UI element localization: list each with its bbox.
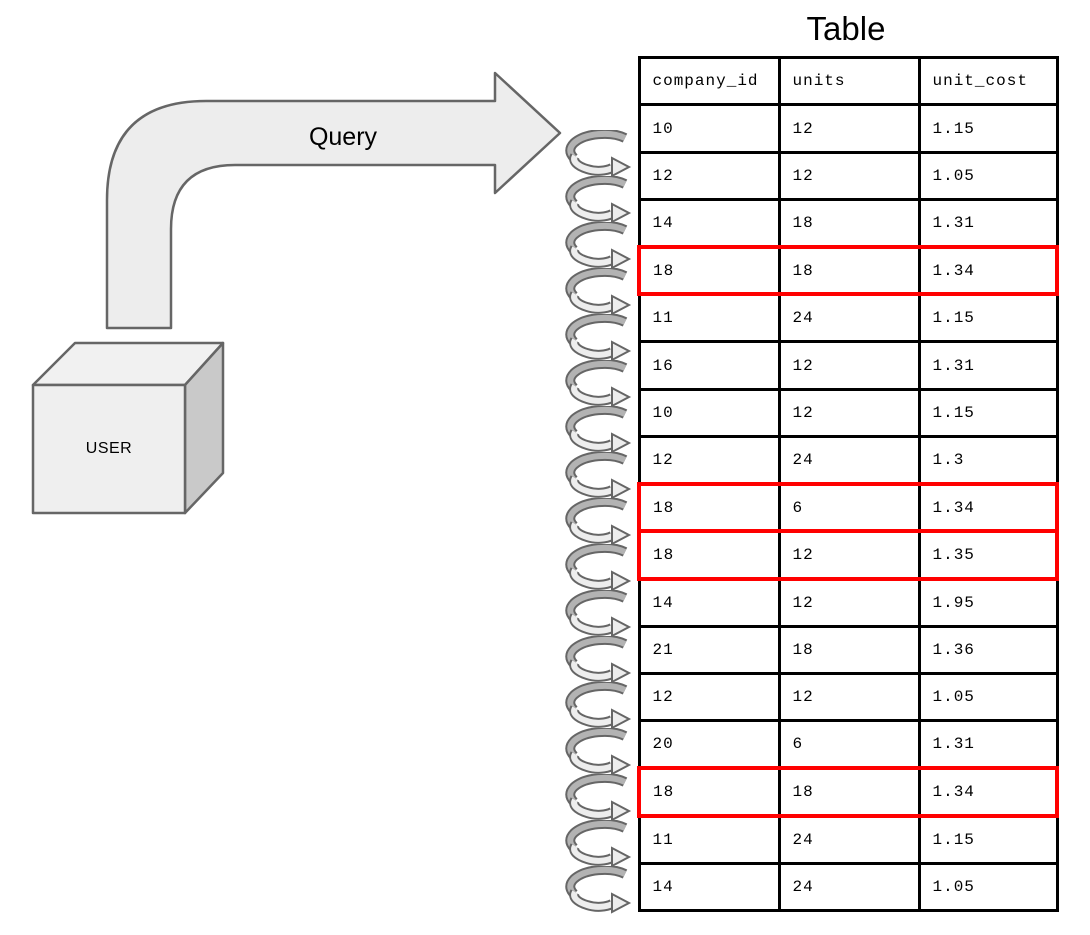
table-cell: 18 xyxy=(777,245,921,297)
loop-arrow-icon xyxy=(565,360,632,408)
table-cell: 11 xyxy=(637,292,781,344)
table-cell: 14 xyxy=(637,861,781,913)
table-cell: 1.36 xyxy=(917,624,1059,676)
table-cell: 12 xyxy=(777,672,921,723)
table-header-unit-cost: unit_cost xyxy=(917,55,1059,107)
table-cell: 1.31 xyxy=(917,198,1059,249)
loop-arrow-icon xyxy=(565,130,632,178)
table-cell: 1.05 xyxy=(917,672,1059,723)
loop-arrow-icon xyxy=(565,544,632,592)
table-cell: 1.31 xyxy=(917,719,1059,770)
table-cell: 24 xyxy=(777,861,921,913)
user-box-front-face xyxy=(31,383,187,515)
loop-arrow-icon xyxy=(565,314,632,362)
table-cell: 12 xyxy=(637,150,781,202)
query-arrow-label: Query xyxy=(308,123,378,151)
table-cell: 12 xyxy=(777,529,921,581)
table-cell: 1.15 xyxy=(917,292,1059,344)
loop-arrow-icon xyxy=(565,774,632,822)
table-title: Table xyxy=(806,10,886,47)
table-cell: 14 xyxy=(637,577,781,628)
table-cell: 1.3 xyxy=(917,435,1059,486)
table-cell: 1.31 xyxy=(917,340,1059,391)
table-cell: 1.15 xyxy=(917,387,1059,439)
loop-arrow-icon xyxy=(565,176,632,224)
table-cell: 6 xyxy=(777,481,921,534)
table-cell: 1.95 xyxy=(917,577,1059,628)
loop-arrow-icon xyxy=(565,636,632,684)
query-arrow xyxy=(105,71,562,330)
table-cell: 14 xyxy=(637,198,781,249)
table-cell: 12 xyxy=(777,340,921,391)
table-cell: 18 xyxy=(637,529,781,581)
loop-arrow-icon xyxy=(565,222,632,270)
loop-arrow-icon xyxy=(565,682,632,730)
table-cell: 18 xyxy=(637,481,781,534)
user-box xyxy=(31,341,225,515)
table-cell: 6 xyxy=(777,719,921,770)
loop-arrow-icon xyxy=(565,268,632,316)
loop-arrow-icon xyxy=(565,452,632,500)
query-arrow-shape xyxy=(105,71,562,330)
table-cell: 12 xyxy=(777,103,921,154)
table-cell: 12 xyxy=(637,672,781,723)
table-cell: 1.15 xyxy=(917,103,1059,154)
table-cell: 21 xyxy=(637,624,781,676)
table-cell: 10 xyxy=(637,103,781,154)
table-cell: 18 xyxy=(637,245,781,297)
loop-arrow-icon xyxy=(565,406,632,454)
table-cell: 18 xyxy=(637,766,781,818)
table-cell: 18 xyxy=(777,766,921,818)
table-cell: 1.34 xyxy=(917,766,1059,818)
table-cell: 12 xyxy=(777,577,921,628)
table-header-units: units xyxy=(777,55,921,107)
table-cell: 1.05 xyxy=(917,150,1059,202)
table-cell: 12 xyxy=(637,435,781,486)
table-cell: 18 xyxy=(777,624,921,676)
table-cell: 16 xyxy=(637,340,781,391)
loop-arrow-icon xyxy=(565,866,632,914)
table-cell: 1.34 xyxy=(917,245,1059,297)
table-cell: 1.35 xyxy=(917,529,1059,581)
table-cell: 1.15 xyxy=(917,814,1059,865)
table-cell: 11 xyxy=(637,814,781,865)
table-cell: 12 xyxy=(777,150,921,202)
loop-arrow-icon xyxy=(565,820,632,868)
table-header-company-id: company_id xyxy=(637,55,781,107)
table-cell: 12 xyxy=(777,387,921,439)
table-cell: 10 xyxy=(637,387,781,439)
user-box-label: USER xyxy=(85,440,133,457)
table-header-row: company_id units unit_cost xyxy=(637,55,1059,107)
loop-arrow-icon xyxy=(565,728,632,776)
table-cell: 1.05 xyxy=(917,861,1059,913)
loop-arrow-icon xyxy=(565,590,632,638)
table-cell: 18 xyxy=(777,198,921,249)
table-cell: 24 xyxy=(777,435,921,486)
table-cell: 20 xyxy=(637,719,781,770)
table-cell: 24 xyxy=(777,292,921,344)
table-cell: 1.34 xyxy=(917,481,1059,534)
loop-arrow-icon xyxy=(565,498,632,546)
table-cell: 24 xyxy=(777,814,921,865)
